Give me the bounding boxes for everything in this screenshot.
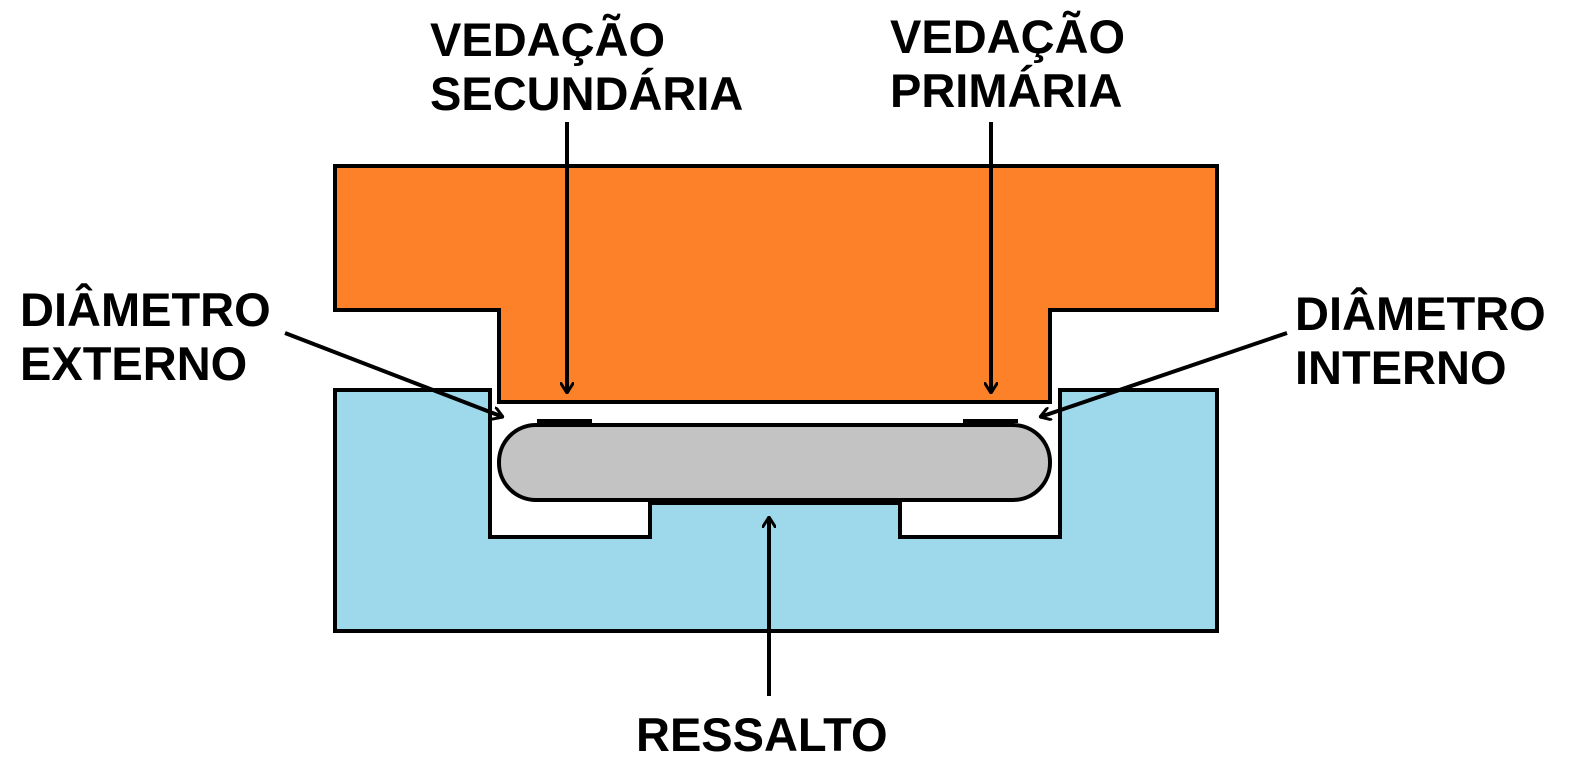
secondary-seal-label-line2: SECUNDÁRIA xyxy=(430,67,743,120)
outer-diameter-label-line1: DIÂMETRO xyxy=(20,283,271,336)
outer-diameter-arrow xyxy=(284,331,503,417)
gasket xyxy=(497,423,1052,502)
primary-seal-label: VEDAÇÃO PRIMÁRIA xyxy=(890,10,1125,117)
inner-diameter-arrow xyxy=(1040,331,1288,417)
shoulder-label: RESSALTO xyxy=(636,708,888,761)
lower-part xyxy=(333,388,1219,633)
primary-seal-label-line1: VEDAÇÃO xyxy=(890,10,1125,63)
secondary-seal-label-line1: VEDAÇÃO xyxy=(430,13,665,66)
outer-diameter-label-line2: EXTERNO xyxy=(20,337,247,390)
outer-diameter-label: DIÂMETRO EXTERNO xyxy=(20,283,271,390)
inner-diameter-label: DIÂMETRO INTERNO xyxy=(1295,287,1546,394)
inner-diameter-label-line1: DIÂMETRO xyxy=(1295,287,1546,340)
shoulder-label-line1: RESSALTO xyxy=(636,708,888,761)
secondary-seal-label: VEDAÇÃO SECUNDÁRIA xyxy=(430,13,743,120)
upper-part xyxy=(333,164,1219,404)
primary-seal-label-line2: PRIMÁRIA xyxy=(890,64,1122,117)
inner-diameter-label-line2: INTERNO xyxy=(1295,341,1507,394)
